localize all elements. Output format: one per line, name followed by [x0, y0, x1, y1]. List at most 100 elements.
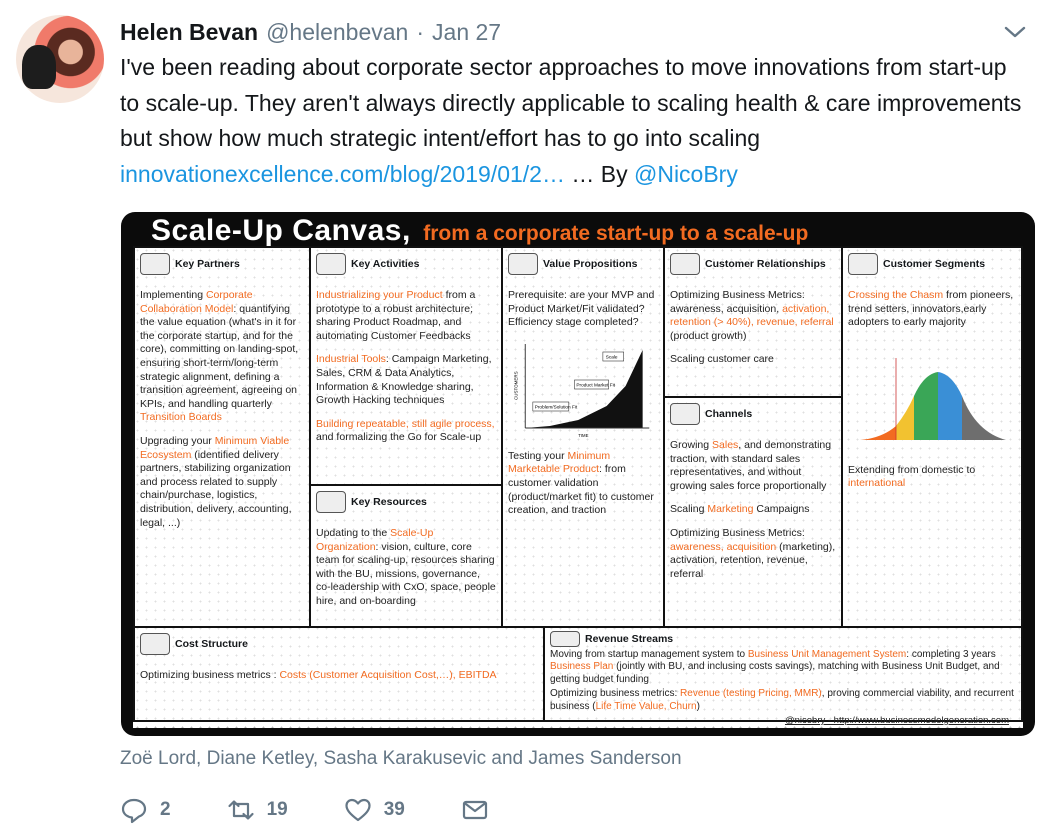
- separator: ·: [416, 18, 425, 45]
- worker-icon: [316, 253, 346, 275]
- key-partners-cell: Key Partners Implementing Corporate Coll…: [133, 246, 311, 628]
- channels-text-2: Scaling Marketing Campaigns: [670, 503, 836, 517]
- customer-relationships-title: Customer Relationships: [705, 257, 826, 270]
- ka-p3b: and formalizing the Go for Scale-up: [316, 431, 482, 444]
- revenue-streams-text-2: Optimizing business metrics: Revenue (te…: [550, 688, 1016, 713]
- tweet-body-2: … By: [564, 160, 634, 187]
- cost-structure-title: Cost Structure: [175, 637, 248, 650]
- factory-icon: [316, 491, 346, 513]
- kp-p1d: Transition Boards: [140, 411, 222, 424]
- rs-p2a: Optimizing business metrics:: [550, 688, 681, 700]
- ch-p1a: Growing: [670, 439, 713, 451]
- key-resources-title: Key Resources: [351, 495, 427, 508]
- retweet-icon: [227, 800, 254, 820]
- cost-structure-text: Optimizing business metrics : Costs (Cus…: [140, 669, 538, 683]
- reply-count: 2: [160, 799, 171, 820]
- cr-p1b: activation, retention (> 40%), revenue, …: [670, 302, 834, 329]
- cost-p1b: Costs (Customer Acquisition Cost,…), EBI…: [279, 669, 497, 681]
- channels-title: Channels: [705, 407, 753, 420]
- value-propositions-title: Value Propositions: [543, 257, 638, 270]
- kp-p1b: Corporate Collaboration Model: [140, 289, 253, 315]
- tweet-header: Helen Bevan @helenbevan · Jan 27: [120, 16, 1028, 48]
- key-activities-cell: Key Activities Industrializing your Prod…: [309, 246, 503, 486]
- canvas-title-main: Scale-Up Canvas,: [151, 214, 411, 247]
- customer-segments-cell: Customer Segments Crossing the Chasm fro…: [841, 246, 1023, 628]
- key-resources-cell: Key Resources Updating to the Scale-Up O…: [309, 484, 503, 628]
- rs-p2e: ): [696, 700, 700, 712]
- message-icon: [462, 800, 487, 820]
- rs-p1d: Business Plan: [550, 661, 614, 673]
- bell-segment-4: [938, 371, 962, 440]
- liked-by-text[interactable]: Zoë Lord, Diane Ketley, Sasha Karakusevi…: [120, 748, 682, 769]
- retweet-button[interactable]: 19: [227, 796, 288, 824]
- price-tag-icon: [140, 633, 170, 655]
- tweet-actions: 2 19 39: [120, 794, 545, 826]
- revenue-streams-text-1: Moving from startup management system to…: [550, 649, 1016, 686]
- ka-p2b: : Campaign Marketing, Sales, CRM & Data …: [316, 353, 492, 407]
- direct-message-button[interactable]: [461, 796, 489, 824]
- cr-p1c: (product growth): [670, 329, 747, 342]
- rs-p1e: (jointly with BU, and inclusing costs sa…: [550, 661, 1000, 685]
- chevron-down-icon[interactable]: [1002, 20, 1028, 44]
- rs-p1c: : completing 3 years: [906, 649, 996, 660]
- ch-p3b: awareness, acquisition: [670, 540, 777, 553]
- key-resources-text: Updating to the Scale-Up Organization: v…: [316, 527, 496, 609]
- kp-p1a: Implementing: [140, 289, 206, 301]
- canvas-title-sub: from a corporate start-up to a scale-up: [423, 222, 809, 245]
- cost-structure-cell: Cost Structure Optimizing business metri…: [133, 626, 545, 722]
- author-name[interactable]: Helen Bevan: [120, 18, 259, 45]
- cr-p1a: Optimizing Business Metrics: awareness, …: [670, 289, 805, 315]
- ka-p1a: Industrializing your Product: [316, 289, 443, 301]
- kr-p1c: : vision, culture, core team for scaling…: [316, 540, 496, 607]
- avatar[interactable]: [16, 15, 104, 103]
- truck-icon: [670, 403, 700, 425]
- cs-p2b: international: [848, 477, 906, 490]
- key-partners-text-2: Upgrading your Minimum Viable Ecosystem …: [140, 435, 304, 530]
- canvas-board: Key Partners Implementing Corporate Coll…: [133, 246, 1023, 728]
- like-count: 39: [383, 799, 405, 820]
- ch-p2a: Scaling: [670, 503, 708, 516]
- handshake-icon: [140, 253, 170, 275]
- tweet-image[interactable]: Scale-Up Canvas, from a corporate start-…: [121, 212, 1035, 736]
- rs-p2c: , proving commercial viability, and recu…: [550, 688, 1014, 712]
- reply-button[interactable]: 2: [120, 796, 171, 824]
- revenue-streams-cell: Revenue Streams Moving from startup mana…: [543, 626, 1023, 722]
- growth-y-label: CUSTOMERS: [514, 371, 519, 400]
- like-button[interactable]: 39: [344, 796, 405, 824]
- growth-curve-area: [525, 349, 643, 428]
- cs-p1b: from pioneers, trend setters, innovators…: [848, 289, 1014, 329]
- tweet-link[interactable]: innovationexcellence.com/blog/2019/01/2…: [120, 160, 565, 187]
- cs-p2a: Extending from domestic to: [848, 463, 976, 476]
- person-icon: [848, 253, 878, 275]
- key-partners-text-1: Implementing Corporate Collaboration Mod…: [140, 289, 304, 425]
- kp-p2c: (identified delivery partners, stabilizi…: [140, 448, 292, 529]
- channels-text-3: Optimizing Business Metrics: awareness, …: [670, 527, 836, 581]
- channels-text-1: Growing Sales, and demonstrating tractio…: [670, 439, 836, 493]
- mention-link[interactable]: @NicoBry: [633, 160, 738, 187]
- cs-p1a: Crossing the Chasm: [848, 289, 944, 301]
- ch-p2c: Campaigns: [753, 503, 810, 516]
- vp-p2b: Minimum Marketable Product: [508, 449, 611, 476]
- ch-p3c: (marketing), activation, retention, reve…: [670, 540, 836, 580]
- ch-p3a: Optimizing Business Metrics:: [670, 526, 805, 539]
- canvas-title: Scale-Up Canvas, from a corporate start-…: [151, 214, 809, 247]
- rs-p2d: Life Time Value, Churn: [595, 700, 697, 712]
- value-propositions-cell: Value Propositions Prerequisite: are you…: [501, 246, 665, 628]
- growth-x-label: TIME: [578, 433, 588, 438]
- customer-relationships-cell: Customer Relationships Optimizing Busine…: [663, 246, 843, 398]
- author-handle[interactable]: @helenbevan: [266, 18, 409, 45]
- bell-segment-2: [896, 395, 914, 440]
- vp-p2a: Testing your: [508, 449, 568, 462]
- growth-curve-chart: Problem/Solution Fit Product Market Fit …: [512, 340, 654, 440]
- tweet-date[interactable]: Jan 27: [432, 18, 502, 45]
- canvas-credit: @nicobry - http://www.businessmodelgener…: [784, 715, 1009, 726]
- cost-p1a: Optimizing business metrics :: [140, 669, 280, 681]
- stage-product-market: Product Market Fit: [576, 382, 615, 388]
- value-propositions-text-1: Prerequisite: are your MVP and Product M…: [508, 289, 655, 329]
- cat-silhouette: [22, 45, 56, 89]
- tweet-body: I've been reading about corporate sector…: [120, 54, 1022, 151]
- like-icon: [345, 798, 371, 822]
- customer-relationships-text-1: Optimizing Business Metrics: awareness, …: [670, 289, 836, 343]
- customer-relationships-text-2: Scaling customer care: [670, 353, 774, 366]
- kp-p1c: : quantifying the value equation (what's…: [140, 302, 299, 410]
